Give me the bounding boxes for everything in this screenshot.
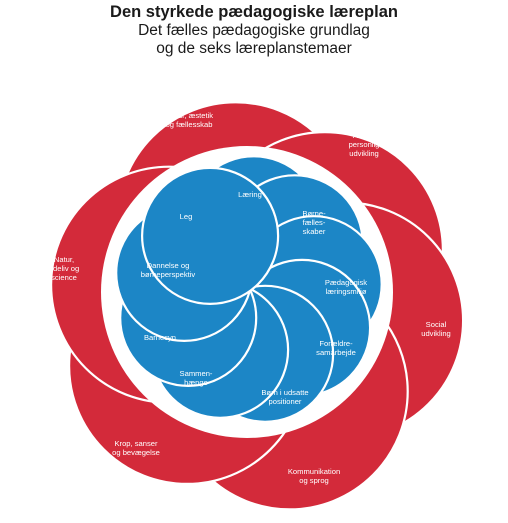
label-line: Pædagogisk: [325, 278, 367, 287]
element-parent-cooperation-label: Forældre-samarbejde: [316, 339, 356, 357]
label-line: samarbejde: [316, 348, 356, 357]
label-line: børneperspektiv: [141, 270, 196, 279]
label-line: udvikling: [349, 149, 379, 158]
label-line: Krop, sanser: [114, 439, 158, 448]
label-line: læringsmiljø: [326, 287, 367, 296]
label-line: Natur,: [54, 255, 74, 264]
label-line: Leg: [180, 212, 193, 221]
inner-petal-9: [141, 166, 280, 305]
element-view-of-child-label: Barnesyn: [144, 333, 176, 342]
label-line: hænge: [184, 378, 208, 387]
element-child-communities-label: Børne-fælles-skaber: [302, 209, 326, 236]
label-line: Social: [426, 320, 447, 329]
label-line: skaber: [303, 227, 326, 236]
label-line: og sprog: [299, 476, 329, 485]
inner-element-petals: [115, 155, 383, 423]
label-line: udeliv og: [49, 264, 79, 273]
label-line: Sammen-: [180, 369, 213, 378]
label-line: Dannelse og: [147, 261, 190, 270]
label-line: personlig: [349, 140, 380, 149]
label-line: og fællesskab: [166, 120, 213, 129]
element-learning-label: Læring: [238, 190, 262, 199]
label-line: udvikling: [421, 329, 451, 338]
label-line: Kommunikation: [288, 467, 340, 476]
label-line: og bevægelse: [112, 448, 160, 457]
label-line: Børn i udsatte: [261, 388, 308, 397]
label-line: Barnesyn: [144, 333, 176, 342]
label-line: Forældre-: [319, 339, 353, 348]
label-line: Kultur, æstetik: [165, 111, 213, 120]
subtitle-line-2: og de seks læreplanstemaer: [156, 40, 352, 57]
page-title: Den styrkede pædagogiske læreplan: [110, 3, 398, 21]
subtitle-line-1: Det fælles pædagogiske grundlag: [138, 22, 370, 39]
label-line: science: [51, 273, 77, 282]
label-line: Læring: [238, 190, 262, 199]
header: Den styrkede pædagogiske læreplan Det fæ…: [0, 2, 508, 58]
element-play-label: Leg: [180, 212, 193, 221]
element-coherence-label: Sammen-hænge: [180, 369, 213, 387]
label-line: positioner: [269, 397, 302, 406]
label-line: Børne-: [302, 209, 326, 218]
label-line: fælles-: [303, 218, 326, 227]
label-line: Alsidig: [353, 131, 375, 140]
